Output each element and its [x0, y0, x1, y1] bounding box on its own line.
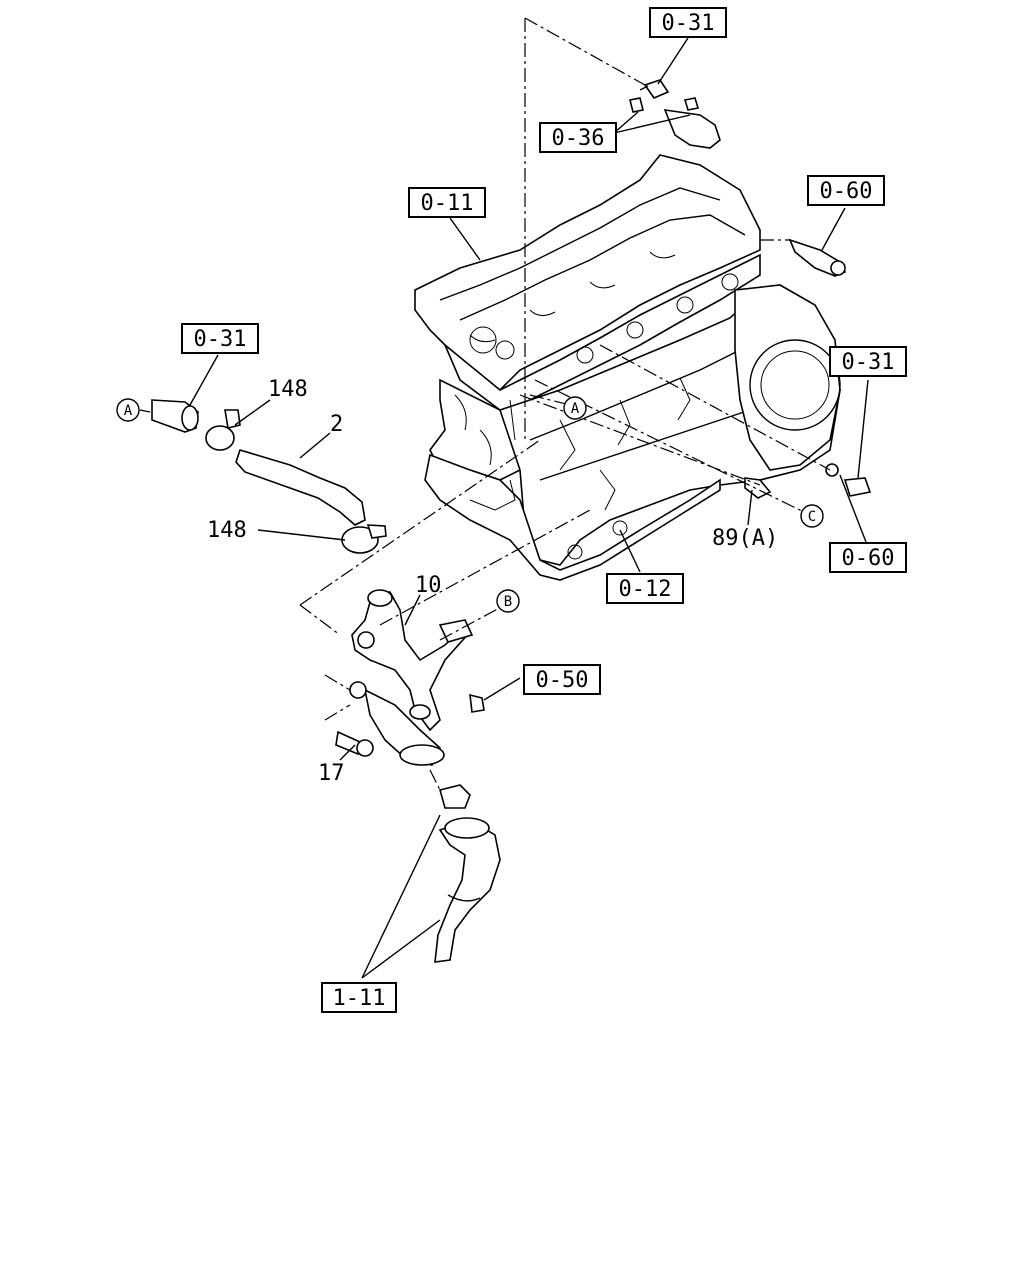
plug-bolt-part — [825, 463, 872, 497]
engine-block — [414, 154, 841, 581]
ref-label: 0-60 — [842, 546, 895, 571]
fitting-89a-part — [744, 477, 772, 499]
part-number-10: 10 — [415, 573, 442, 598]
ref-label: 0-60 — [820, 179, 873, 204]
ref-box-0-12: 0-12 — [606, 573, 684, 604]
part-number-17: 17 — [318, 761, 345, 786]
ref-box-0-11: 0-11 — [408, 187, 486, 218]
part-number-148-lower: 148 — [207, 518, 247, 543]
ref-label: 0-31 — [842, 350, 895, 375]
ref-label: 0-31 — [662, 11, 715, 36]
ref-box-0-31-right: 0-31 — [829, 346, 907, 377]
ref-box-0-31-left: 0-31 — [181, 323, 259, 354]
ref-box-1-11: 1-11 — [321, 982, 397, 1013]
circle-marker-c: C — [800, 504, 824, 528]
leader-lines — [189, 37, 869, 979]
lower-radiator-hose — [434, 817, 501, 963]
bolt-17-part — [335, 730, 374, 757]
part-number-2: 2 — [330, 412, 343, 437]
svg-text:A: A — [571, 401, 580, 417]
ref-box-0-50: 0-50 — [523, 664, 601, 695]
part-number-148-upper: 148 — [268, 377, 308, 402]
svg-text:C: C — [808, 509, 816, 525]
dash-lines — [139, 17, 831, 791]
ref-box-0-36: 0-36 — [539, 122, 617, 153]
ref-label: 0-31 — [194, 327, 247, 352]
hose-clamp-upper — [205, 409, 241, 451]
small-hose-part — [629, 97, 721, 149]
ref-box-0-60-bottom: 0-60 — [829, 542, 907, 573]
circle-marker-a-left: A — [116, 398, 140, 422]
hose-clamp-lower — [341, 524, 387, 554]
temp-sensor-part — [788, 238, 847, 277]
svg-text:B: B — [504, 594, 512, 610]
ref-box-0-60-top: 0-60 — [807, 175, 885, 206]
circle-marker-a-block: A — [563, 396, 587, 420]
ref-label: 0-11 — [421, 191, 474, 216]
ref-label: 0-12 — [619, 577, 672, 602]
part-number-89a: 89(A) — [712, 526, 778, 551]
hose-joint-part — [151, 399, 199, 433]
svg-text:A: A — [124, 403, 133, 419]
ref-label: 0-50 — [536, 668, 589, 693]
thermostat-housing-part — [349, 589, 485, 766]
ref-label: 0-36 — [552, 126, 605, 151]
lower-clip-part — [439, 784, 471, 809]
circle-marker-b: B — [496, 589, 520, 613]
top-sensor-part — [639, 79, 670, 99]
ref-label: 1-11 — [333, 986, 386, 1011]
ref-box-0-31-top: 0-31 — [649, 7, 727, 38]
coolant-hose-part — [235, 449, 366, 526]
